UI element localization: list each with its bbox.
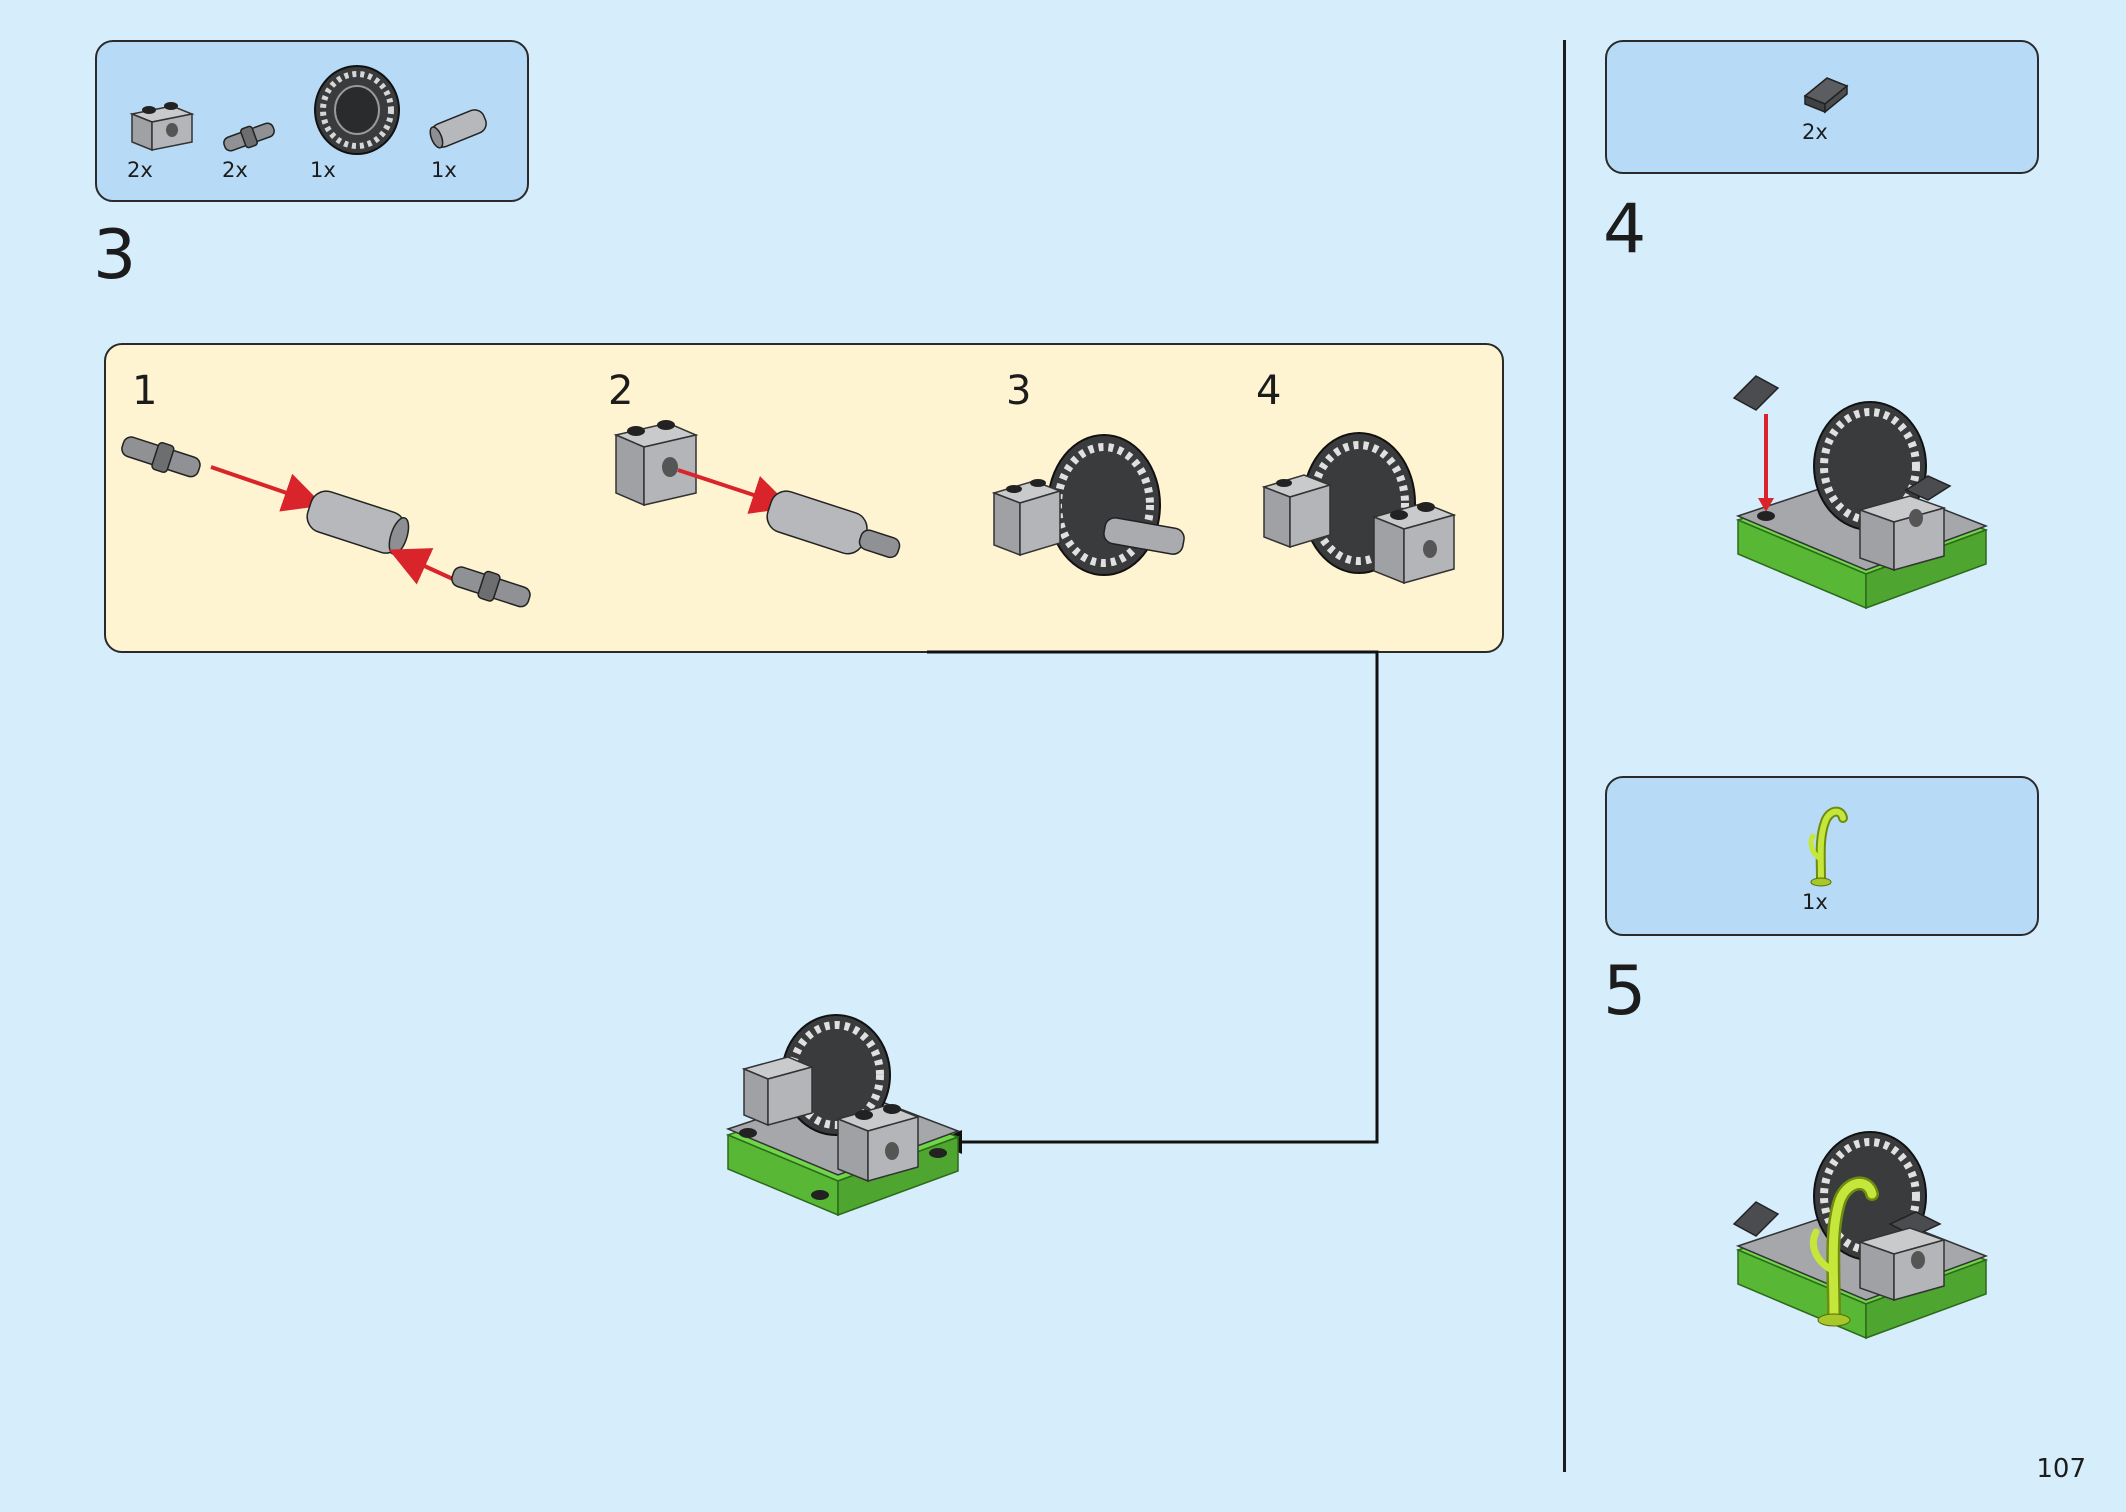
tire-black-icon [314,65,400,155]
substep3-illustration [991,434,1185,576]
qty-label: 1x [431,158,457,182]
step-number: 5 [1603,952,1647,1031]
pin-connector-gray-icon [429,109,487,149]
substep-number: 2 [608,368,634,414]
substep-number: 4 [1256,368,1282,414]
technic-pin-icon [451,566,531,608]
technic-brick-icon [613,420,699,507]
pin-connector-icon [306,490,410,556]
substep1-illustration [121,436,531,608]
technic-pin-black-icon [223,122,275,152]
step5-parts-callout: 1x [1605,776,2039,936]
substep-panel: 1 2 3 4 [104,343,1504,653]
step4-model-illustration [1732,375,1989,610]
qty-label: 2x [1802,120,1828,144]
technic-brick-icon [991,479,1063,557]
step5-model-illustration [1732,1131,1989,1340]
technic-brick-1x2-gray-icon [129,102,195,152]
step-number: 3 [93,216,137,295]
substep2-illustration [613,420,901,559]
page-number: 107 [2036,1454,2086,1484]
column-divider [1563,40,1566,1472]
slope-dark-gray-icon [1803,77,1849,114]
qty-label: 2x [127,158,153,182]
technic-pin-icon [121,436,201,478]
pin-connector-with-pin-icon [766,490,901,559]
substep-number: 3 [1006,368,1032,414]
technic-brick-icon [1371,502,1457,585]
step3-model-illustration [725,1014,961,1217]
qty-label: 1x [1802,890,1828,914]
step3-parts-callout: 2x 2x 1x 1x [95,40,529,202]
substep4-illustration [1261,432,1457,585]
step-number: 4 [1603,190,1647,269]
qty-label: 1x [310,158,336,182]
plant-stem-lime-icon [1808,806,1848,887]
qty-label: 2x [222,158,248,182]
step4-parts-callout: 2x [1605,40,2039,174]
substep-number: 1 [132,368,158,414]
